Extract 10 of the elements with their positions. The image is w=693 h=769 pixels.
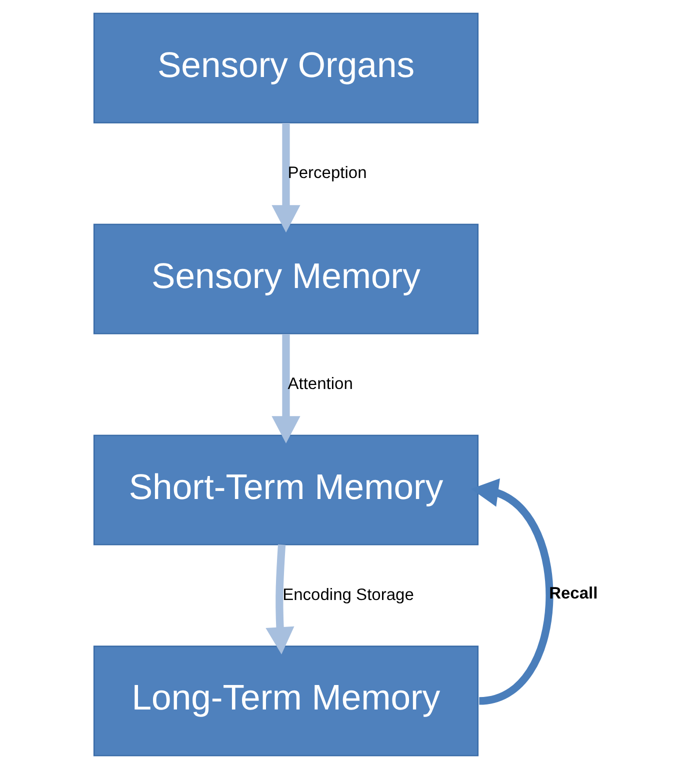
edge-label: Perception [287, 162, 366, 182]
arrow [271, 334, 300, 444]
edge-label: Encoding Storage [282, 584, 414, 604]
node-box: Sensory Memory [92, 224, 478, 334]
edge-label: Attention [287, 374, 352, 393]
arrow [271, 122, 300, 232]
node-box: Short-Term Memory [92, 434, 478, 546]
node-box: Sensory Organs [92, 12, 478, 124]
arrow [265, 544, 294, 654]
node-box: Long-Term Memory [92, 646, 478, 756]
